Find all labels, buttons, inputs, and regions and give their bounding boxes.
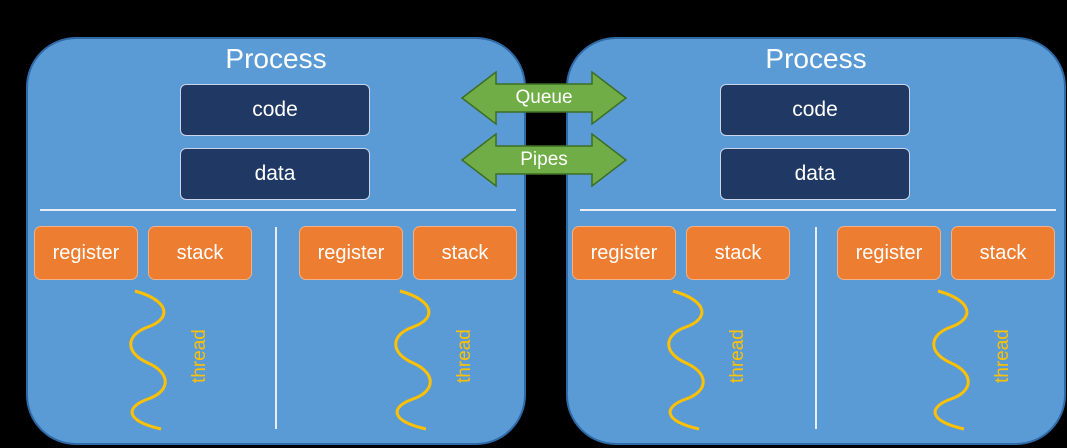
code-segment: code [180,84,370,136]
stack-box: stack [148,226,252,280]
pipes-label: Pipes [520,149,568,170]
divider-vertical [815,227,817,429]
process-right: Process code data register stack thread … [566,37,1066,445]
process-title: Process [765,43,867,74]
double-arrow-icon [460,70,628,126]
thread-label: thread [992,329,1013,383]
thread-wave-icon [932,289,970,431]
register-box: register [837,226,941,280]
code-segment: code [720,84,910,136]
pipes-arrow: Pipes [460,132,628,188]
register-box: register [299,226,403,280]
stack-box: stack [951,226,1055,280]
divider-horizontal [40,209,516,211]
stack-box: stack [686,226,790,280]
thread-label: thread [454,329,475,383]
double-arrow-icon [460,132,628,188]
data-segment: data [720,148,910,200]
register-box: register [34,226,138,280]
stack-box: stack [413,226,517,280]
divider-vertical [275,227,277,429]
register-box: register [572,226,676,280]
divider-horizontal [580,209,1056,211]
queue-label: Queue [515,87,573,108]
thread-wave-icon [129,289,167,431]
process-title: Process [225,43,327,74]
thread-wave-icon [667,289,705,431]
thread-label: thread [727,329,748,383]
queue-arrow: Queue [460,70,628,126]
data-segment: data [180,148,370,200]
process-left: Process code data register stack thread … [26,37,526,445]
thread-label: thread [189,329,210,383]
thread-wave-icon [394,289,432,431]
